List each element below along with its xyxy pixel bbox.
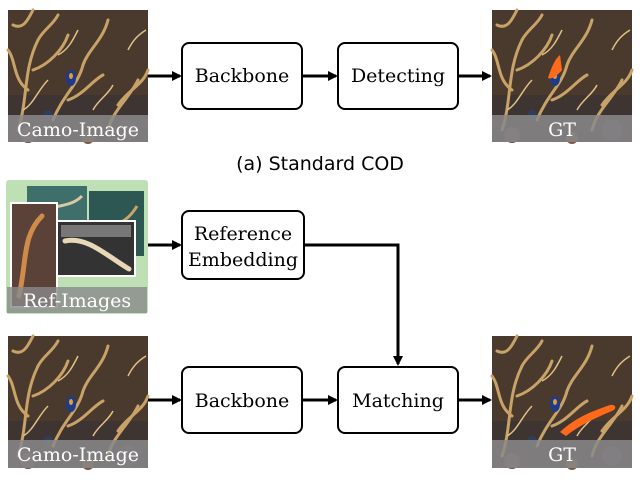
backbone-box-a: Backbone [181, 42, 303, 110]
ref-images-label-strip [7, 287, 147, 313]
camo-image-b: Camo-Image [6, 334, 150, 472]
camo-image-label: Camo-Image [17, 119, 139, 141]
reference-embedding-line1: Reference [194, 223, 292, 245]
matching-box: Matching [337, 366, 459, 434]
gt-label-strip [492, 115, 632, 142]
detecting-box: Detecting [337, 42, 459, 110]
gt-highlight-eel-icon [560, 404, 616, 436]
backbone-label: Backbone [195, 65, 290, 87]
detecting-label: Detecting [351, 65, 445, 87]
gt-label-strip [492, 440, 632, 468]
reference-embedding-box: Reference Embedding [181, 210, 305, 280]
camo-image-a: Camo-Image [6, 8, 150, 146]
gt-image-b: GT [490, 334, 634, 472]
camo-image-label-strip [8, 115, 148, 142]
matching-label: Matching [352, 390, 444, 412]
camo-image-label-strip [8, 440, 148, 468]
ref-images-label: Ref-Images [23, 290, 131, 312]
reference-embedding-line2: Embedding [188, 249, 298, 271]
gt-image-a: GT [490, 8, 634, 146]
caption-a: (a) Standard COD [236, 153, 404, 175]
gt-label: GT [548, 119, 576, 141]
arrow-embedding-to-matching [304, 243, 403, 366]
camo-image-label: Camo-Image [17, 444, 139, 466]
backbone-box-b: Backbone [181, 366, 303, 434]
backbone-label: Backbone [195, 390, 290, 412]
gt-highlight-fish-icon [548, 55, 562, 79]
ref-images: Ref-Images [6, 180, 148, 314]
gt-label: GT [548, 444, 576, 466]
